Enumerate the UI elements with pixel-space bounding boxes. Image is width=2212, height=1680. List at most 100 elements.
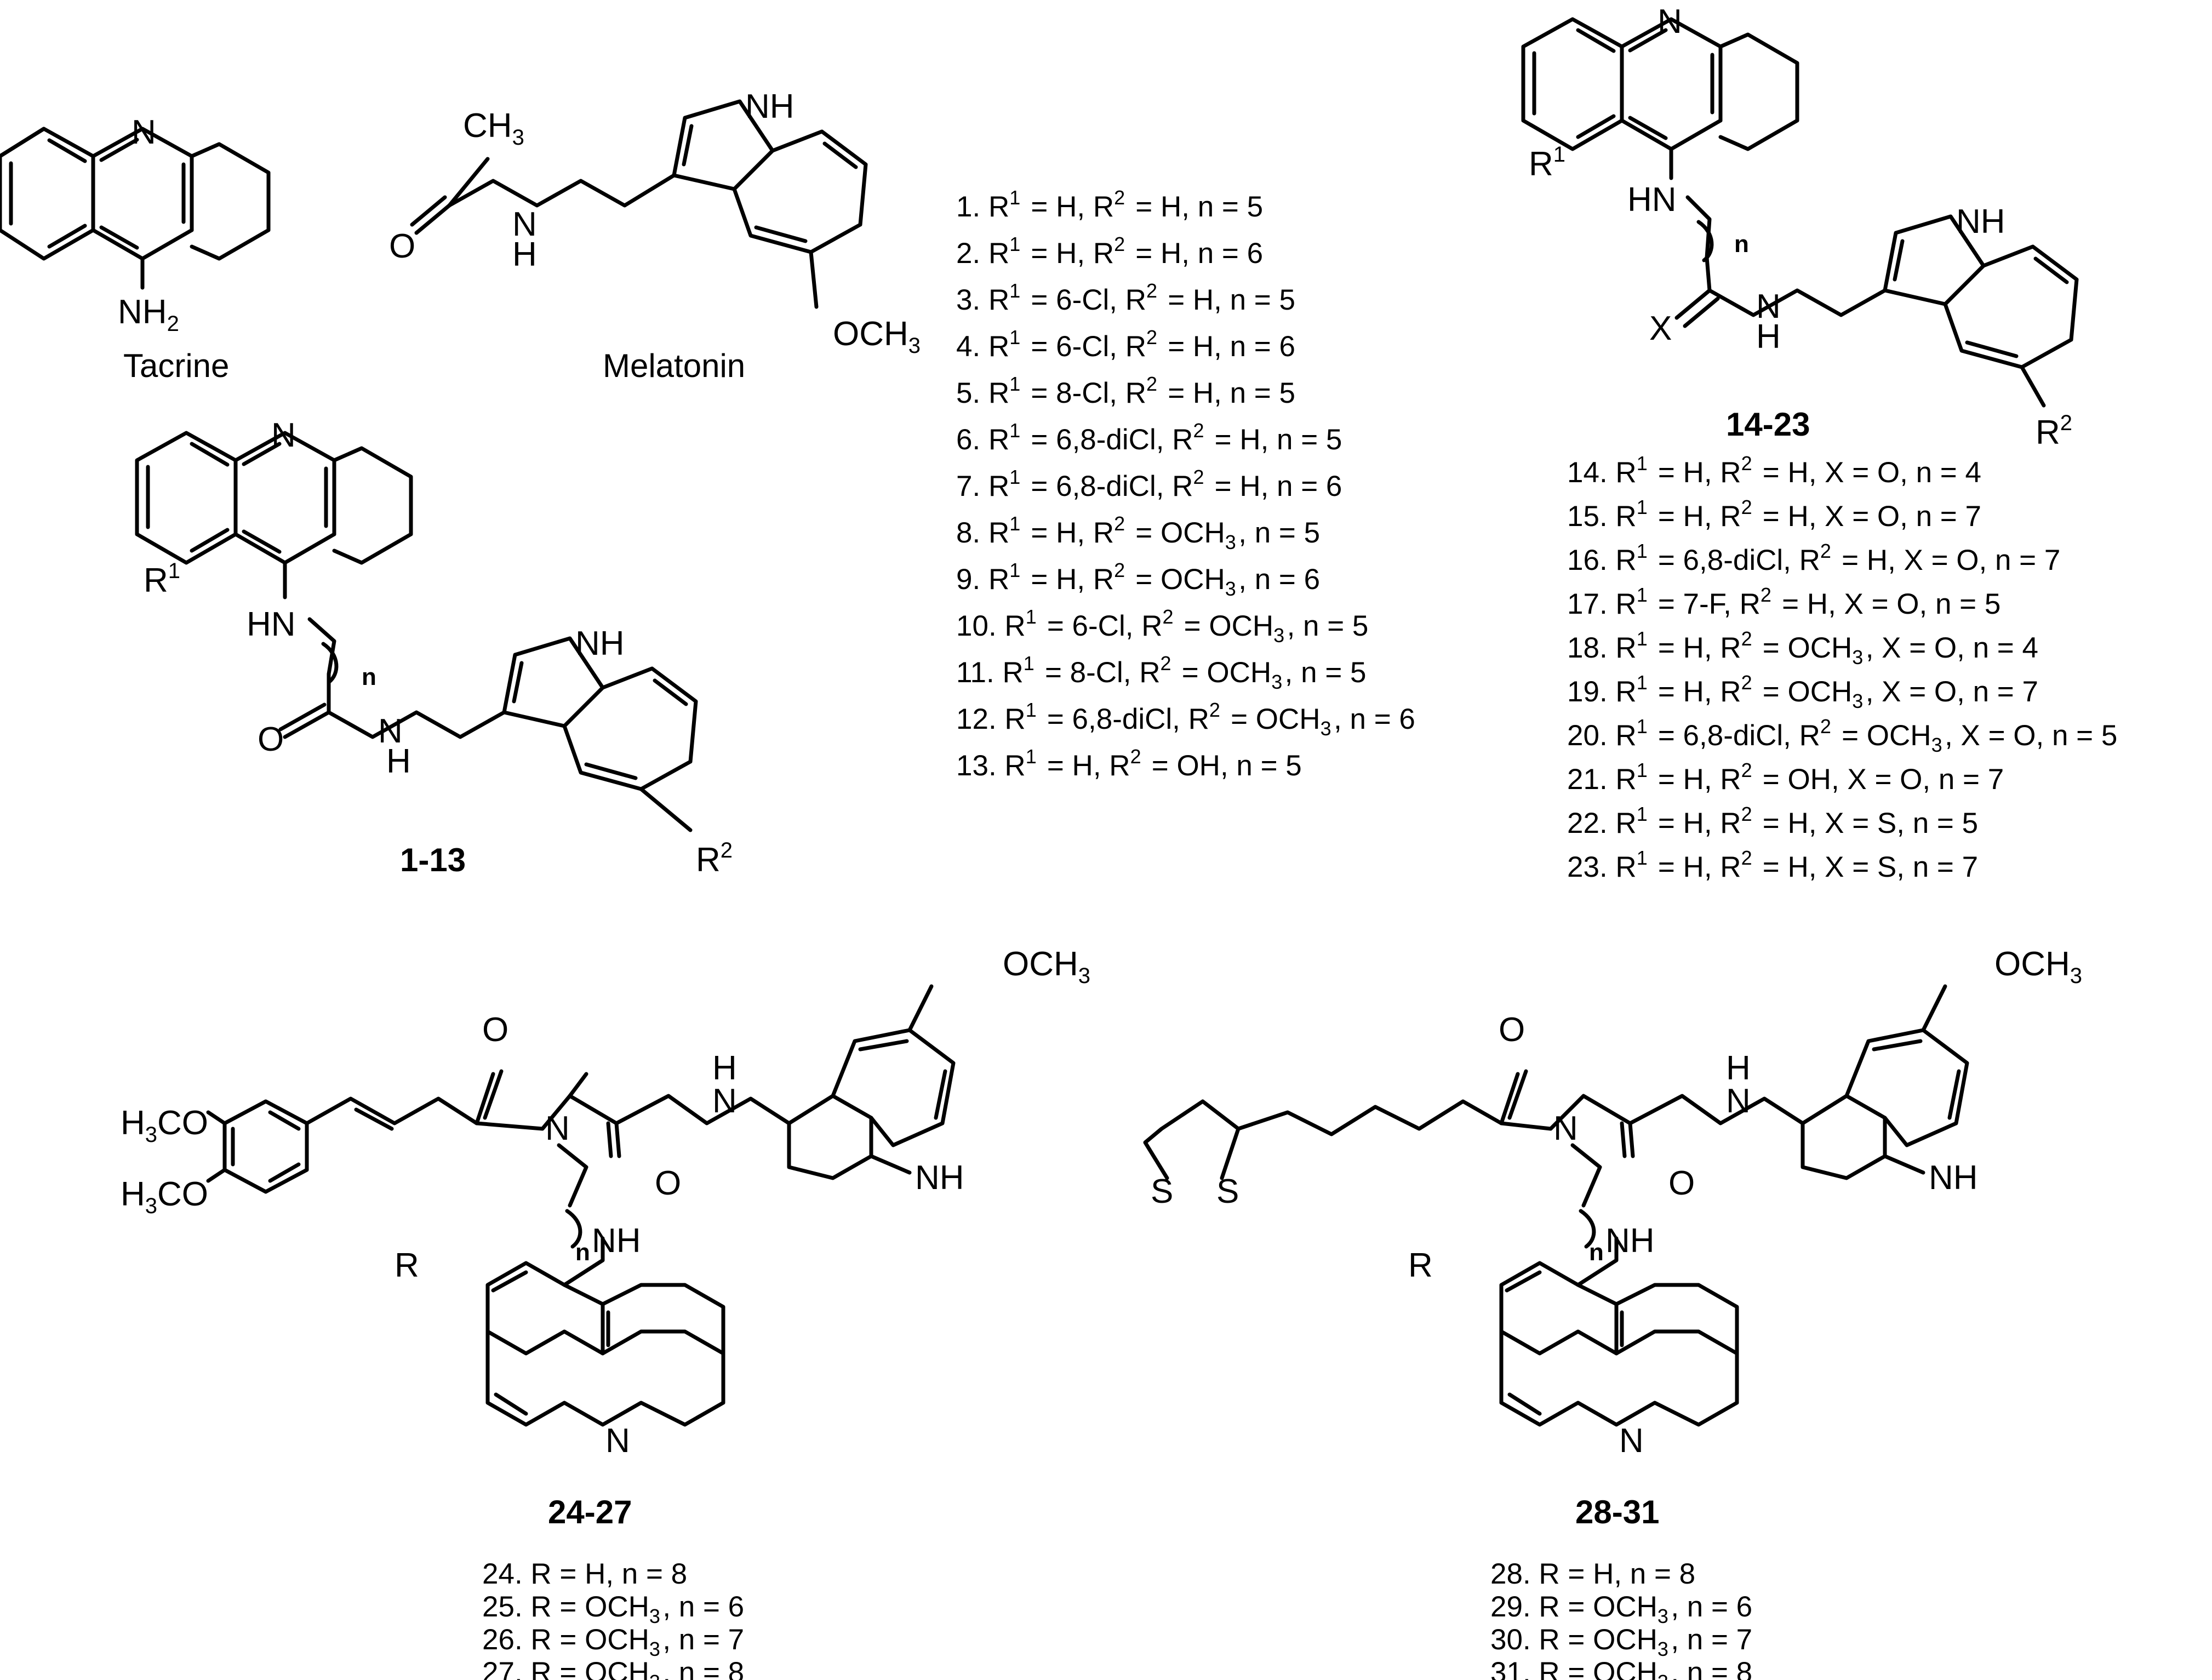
compound-24-27-amide-nitrogen: N [712,1082,737,1120]
list-14-23-entry-4: 18. R1 = H, R2 = OCH3 , X = O, n = 4 [1567,627,2038,668]
tacrine-ring-nitrogen: N [132,113,156,151]
compound-28-31-amide-nitrogen: N [1726,1082,1751,1120]
melatonin-indole-nh: NH [745,88,795,125]
list-28-31-entry-2: 30. R = OCH3 , n = 7 [1490,1624,1752,1660]
list-24-27-entry-0: 24. R = H, n = 8 [482,1558,687,1590]
tacrine-amine-label: NH2 [118,293,179,336]
compound-14-23-ring-nitrogen: N [1657,3,1682,41]
list-14-23-entry-1: 15. R1 = H, R2 = H, X = O, n = 7 [1567,496,1981,533]
substituent-list-28-31: 28. R = H, n = 829. R = OCH3 , n = 630. … [1490,1558,1752,1680]
list-14-23-entry-7: 21. R1 = H, R2 = OH, X = O, n = 7 [1567,759,2004,796]
compound-24-27-indole-nh: NH [915,1159,964,1197]
list-24-27-entry-2: 26. R = OCH3 , n = 7 [482,1624,744,1660]
list-28-31-entry-0: 28. R = H, n = 8 [1490,1558,1695,1590]
group-label-1-13: 1-13 [400,842,466,878]
tacrine-structure: N NH2 Tacrine [0,113,271,384]
compound-28-31-sulfur-1: S [1151,1173,1173,1210]
list-14-23-entry-5: 19. R1 = H, R2 = OCH3 , X = O, n = 7 [1567,671,2038,712]
list-1-13-entry-2: 3. R1 = 6-Cl, R2 = H, n = 5 [956,279,1295,316]
compound-24-27-methoxy-lower: H3CO [121,1175,208,1218]
list-24-27-entry-3: 27. R = OCH3 , n = 8 [482,1656,744,1680]
compound-28-31-chain-n: n [1589,1239,1604,1266]
compound-28-31-sulfur-2: S [1216,1173,1239,1210]
compound-24-27-tertiary-nitrogen: N [545,1110,570,1147]
melatonin-name: Melatonin [603,347,745,384]
compound-24-27-r-label: R [395,1247,419,1284]
group-label-28-31: 28-31 [1575,1494,1659,1530]
list-1-13-entry-1: 2. R1 = H, R2 = H, n = 6 [956,233,1263,270]
compound-28-31-acyl-oxygen: O [1499,1011,1525,1049]
compound-24-27-methoxy-indole: OCH3 [1003,945,1090,988]
compound-1-13-indole-nh: NH [575,625,625,662]
list-14-23-entry-0: 14. R1 = H, R2 = H, X = O, n = 4 [1567,452,1981,489]
compound-14-23-chain-n: n [1734,231,1749,258]
list-14-23-entry-6: 20. R1 = 6,8-diCl, R2 = OCH3 , X = O, n … [1567,715,2117,756]
compound-1-13-carbonyl-oxygen: O [258,721,284,758]
compound-14-23-r2-label: R2 [2036,411,2072,452]
compound-24-27-nh-label: NH [592,1222,641,1260]
list-1-13-entry-10: 11. R1 = 8-Cl, R2 = OCH3 , n = 5 [956,652,1366,693]
compound-28-31-methoxy-indole: OCH3 [1994,945,2082,988]
list-14-23-entry-9: 23. R1 = H, R2 = H, X = S, n = 7 [1567,847,1978,883]
compound-1-13-r2-label: R2 [696,838,733,879]
compound-24-27-acyl-oxygen: O [482,1011,508,1049]
compound-14-23-amide-hydrogen: H [1756,318,1781,356]
list-1-13-entry-5: 6. R1 = 6,8-diCl, R2 = H, n = 5 [956,419,1342,456]
compound-14-23-hn-label: HN [1627,181,1677,219]
compound-1-13-chain-n: n [362,664,376,690]
list-28-31-entry-3: 31. R = OCH3 , n = 8 [1490,1656,1752,1680]
compound-28-31-glycine-oxygen: O [1668,1164,1695,1202]
compound-14-23-amide-nitrogen: N [1756,288,1781,325]
list-14-23-entry-8: 22. R1 = H, R2 = H, X = S, n = 5 [1567,803,1978,839]
list-28-31-entry-1: 29. R = OCH3 , n = 6 [1490,1591,1752,1627]
compound-24-27-methoxy-upper: H3CO [121,1104,208,1147]
melatonin-carbonyl-oxygen: O [389,227,415,265]
list-1-13-entry-9: 10. R1 = 6-Cl, R2 = OCH3 , n = 5 [956,605,1368,647]
melatonin-amide-hydrogen: H [512,236,537,273]
compound-24-27-glycine-oxygen: O [655,1164,681,1202]
compound-14-23-x-label: X [1649,310,1672,347]
list-14-23-entry-3: 17. R1 = 7-F, R2 = H, X = O, n = 5 [1567,584,2000,620]
list-1-13-entry-6: 7. R1 = 6,8-diCl, R2 = H, n = 6 [956,466,1342,502]
list-1-13-entry-8: 9. R1 = H, R2 = OCH3 , n = 6 [956,559,1320,600]
compound-1-13-hn-label: HN [247,605,296,643]
compound-28-31-amide-hydrogen: H [1726,1049,1751,1087]
compound-24-27-ring-nitrogen: N [605,1422,630,1460]
compound-28-31-ring-nitrogen: N [1619,1422,1644,1460]
compound-24-27-chain-n: n [575,1239,590,1266]
group-label-24-27: 24-27 [548,1494,632,1530]
list-1-13-entry-12: 13. R1 = H, R2 = OH, n = 5 [956,745,1302,782]
melatonin-methoxy-label: OCH3 [833,315,921,358]
structure-28-31: S S O N O H N OCH3 NH n NH R N 28-31 [1143,945,2082,1530]
list-1-13-entry-3: 4. R1 = 6-Cl, R2 = H, n = 6 [956,326,1295,363]
compound-28-31-r-label: R [1408,1247,1433,1284]
compound-28-31-indole-nh: NH [1929,1159,1978,1197]
compound-1-13-amide-hydrogen: H [386,742,411,780]
structure-24-27: H3CO H3CO O N O H N OCH3 NH n NH R N 24-… [121,945,1090,1530]
melatonin-structure: CH3 O N H NH OCH3 Melatonin [389,88,921,384]
list-1-13-entry-0: 1. R1 = H, R2 = H, n = 5 [956,186,1263,223]
list-1-13-entry-7: 8. R1 = H, R2 = OCH3 , n = 5 [956,512,1320,553]
structure-14-23: N R1 HN n X N H NH R2 14-23 [1521,3,2079,452]
list-1-13-entry-11: 12. R1 = 6,8-diCl, R2 = OCH3 , n = 6 [956,699,1415,740]
compound-28-31-nh-label: NH [1605,1222,1655,1260]
melatonin-amide-nitrogen: N [512,205,537,243]
substituent-list-14-23: 14. R1 = H, R2 = H, X = O, n = 4 15. R1 =… [1567,452,2117,883]
compound-1-13-ring-nitrogen: N [271,416,296,454]
compound-14-23-indole-nh: NH [1956,203,2005,241]
melatonin-methyl-label: CH3 [463,107,524,150]
list-14-23-entry-2: 16. R1 = 6,8-diCl, R2 = H, X = O, n = 7 [1567,540,2060,576]
structure-1-13: N R1 HN n O N H NH R2 1-13 [135,416,733,879]
compound-28-31-tertiary-nitrogen: N [1553,1110,1578,1147]
list-24-27-entry-1: 25. R = OCH3 , n = 6 [482,1591,744,1627]
list-1-13-entry-4: 5. R1 = 8-Cl, R2 = H, n = 5 [956,373,1295,409]
group-label-14-23: 14-23 [1726,406,1810,443]
tacrine-name: Tacrine [123,347,229,384]
substituent-list-24-27: 24. R = H, n = 825. R = OCH3 , n = 626. … [482,1558,744,1680]
compound-1-13-r1-label: R1 [144,559,180,599]
compound-14-23-r1-label: R1 [1529,142,1565,183]
compound-24-27-amide-hydrogen: H [712,1049,737,1087]
substituent-list-1-13: 1. R1 = H, R2 = H, n = 5 2. R1 = H, R2 = … [956,186,1415,782]
compound-1-13-amide-nitrogen: N [378,712,403,750]
